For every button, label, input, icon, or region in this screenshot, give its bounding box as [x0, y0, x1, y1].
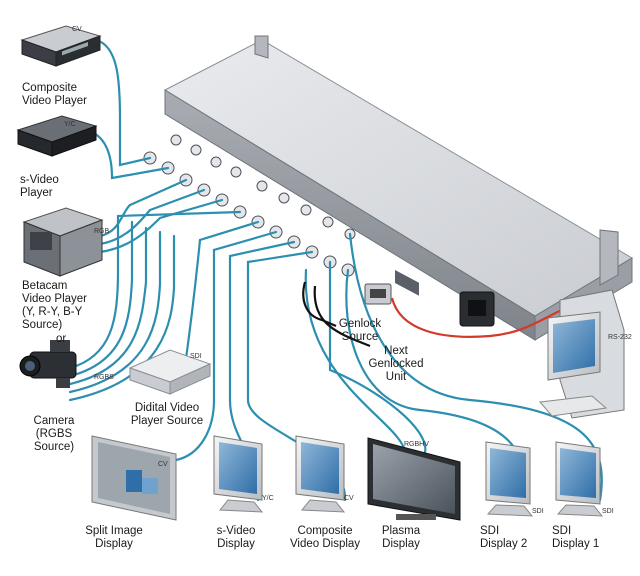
betacam-player [22, 207, 104, 277]
sdi-display-2 [485, 441, 534, 517]
label-betacam-player: Betacam Video Player (Y, R-Y, B-Y Source… [22, 280, 87, 331]
tag-cv-in: CV [72, 26, 82, 33]
camera [19, 340, 77, 388]
label-svideo-player: s-Video Player [20, 174, 59, 199]
label-or: or [56, 333, 67, 345]
label-split-display: Split Image Display [85, 525, 143, 550]
tag-rgbhv: RGBHV [404, 441, 429, 448]
tag-rs232: RS-232 [608, 334, 632, 341]
digital-video-player [128, 349, 212, 395]
rs232-port [364, 283, 392, 305]
svideo-display [213, 435, 264, 513]
switcher-chassis [163, 35, 633, 341]
tag-sdi-2: SDI [532, 508, 544, 515]
genlock-cables [302, 281, 371, 348]
label-composite-player: Composite Video Player [22, 82, 87, 107]
label-sdi-display-2: SDI Display 2 [480, 525, 528, 550]
composite-display [295, 435, 346, 513]
control-pc [539, 289, 625, 419]
label-composite-display: Composite Video Display [289, 525, 361, 550]
label-genlock-source: Genlock Source [338, 318, 382, 343]
label-camera: Camera (RGBS Source) [33, 415, 75, 453]
plasma-display [367, 437, 461, 521]
sdi-display-1 [555, 441, 604, 517]
tag-cv-split: CV [158, 461, 168, 468]
tag-yc-in: Y/C [64, 121, 76, 128]
tag-sdi-1: SDI [602, 508, 614, 515]
label-next-genlocked: Next Genlocked Unit [368, 345, 424, 383]
tag-cv-out: CV [344, 495, 354, 502]
label-sdi-display-1: SDI Display 1 [552, 525, 600, 550]
label-plasma-display: Plasma Display [381, 525, 421, 550]
composite-video-player [20, 25, 102, 67]
bnc-connector-bank [143, 134, 356, 277]
power-inlet [459, 291, 495, 327]
split-image-display [91, 435, 177, 521]
tag-rgb-in: RGB [94, 228, 110, 235]
label-svideo-display: s-Video Display [216, 525, 256, 550]
label-digital-source: Didital Video Player Source [130, 402, 204, 427]
tag-yc-out: Y/C [262, 495, 274, 502]
tag-sdi-in: SDI [190, 353, 202, 360]
tag-rgbs-in: RGBS [94, 374, 114, 381]
svideo-player [16, 115, 98, 157]
